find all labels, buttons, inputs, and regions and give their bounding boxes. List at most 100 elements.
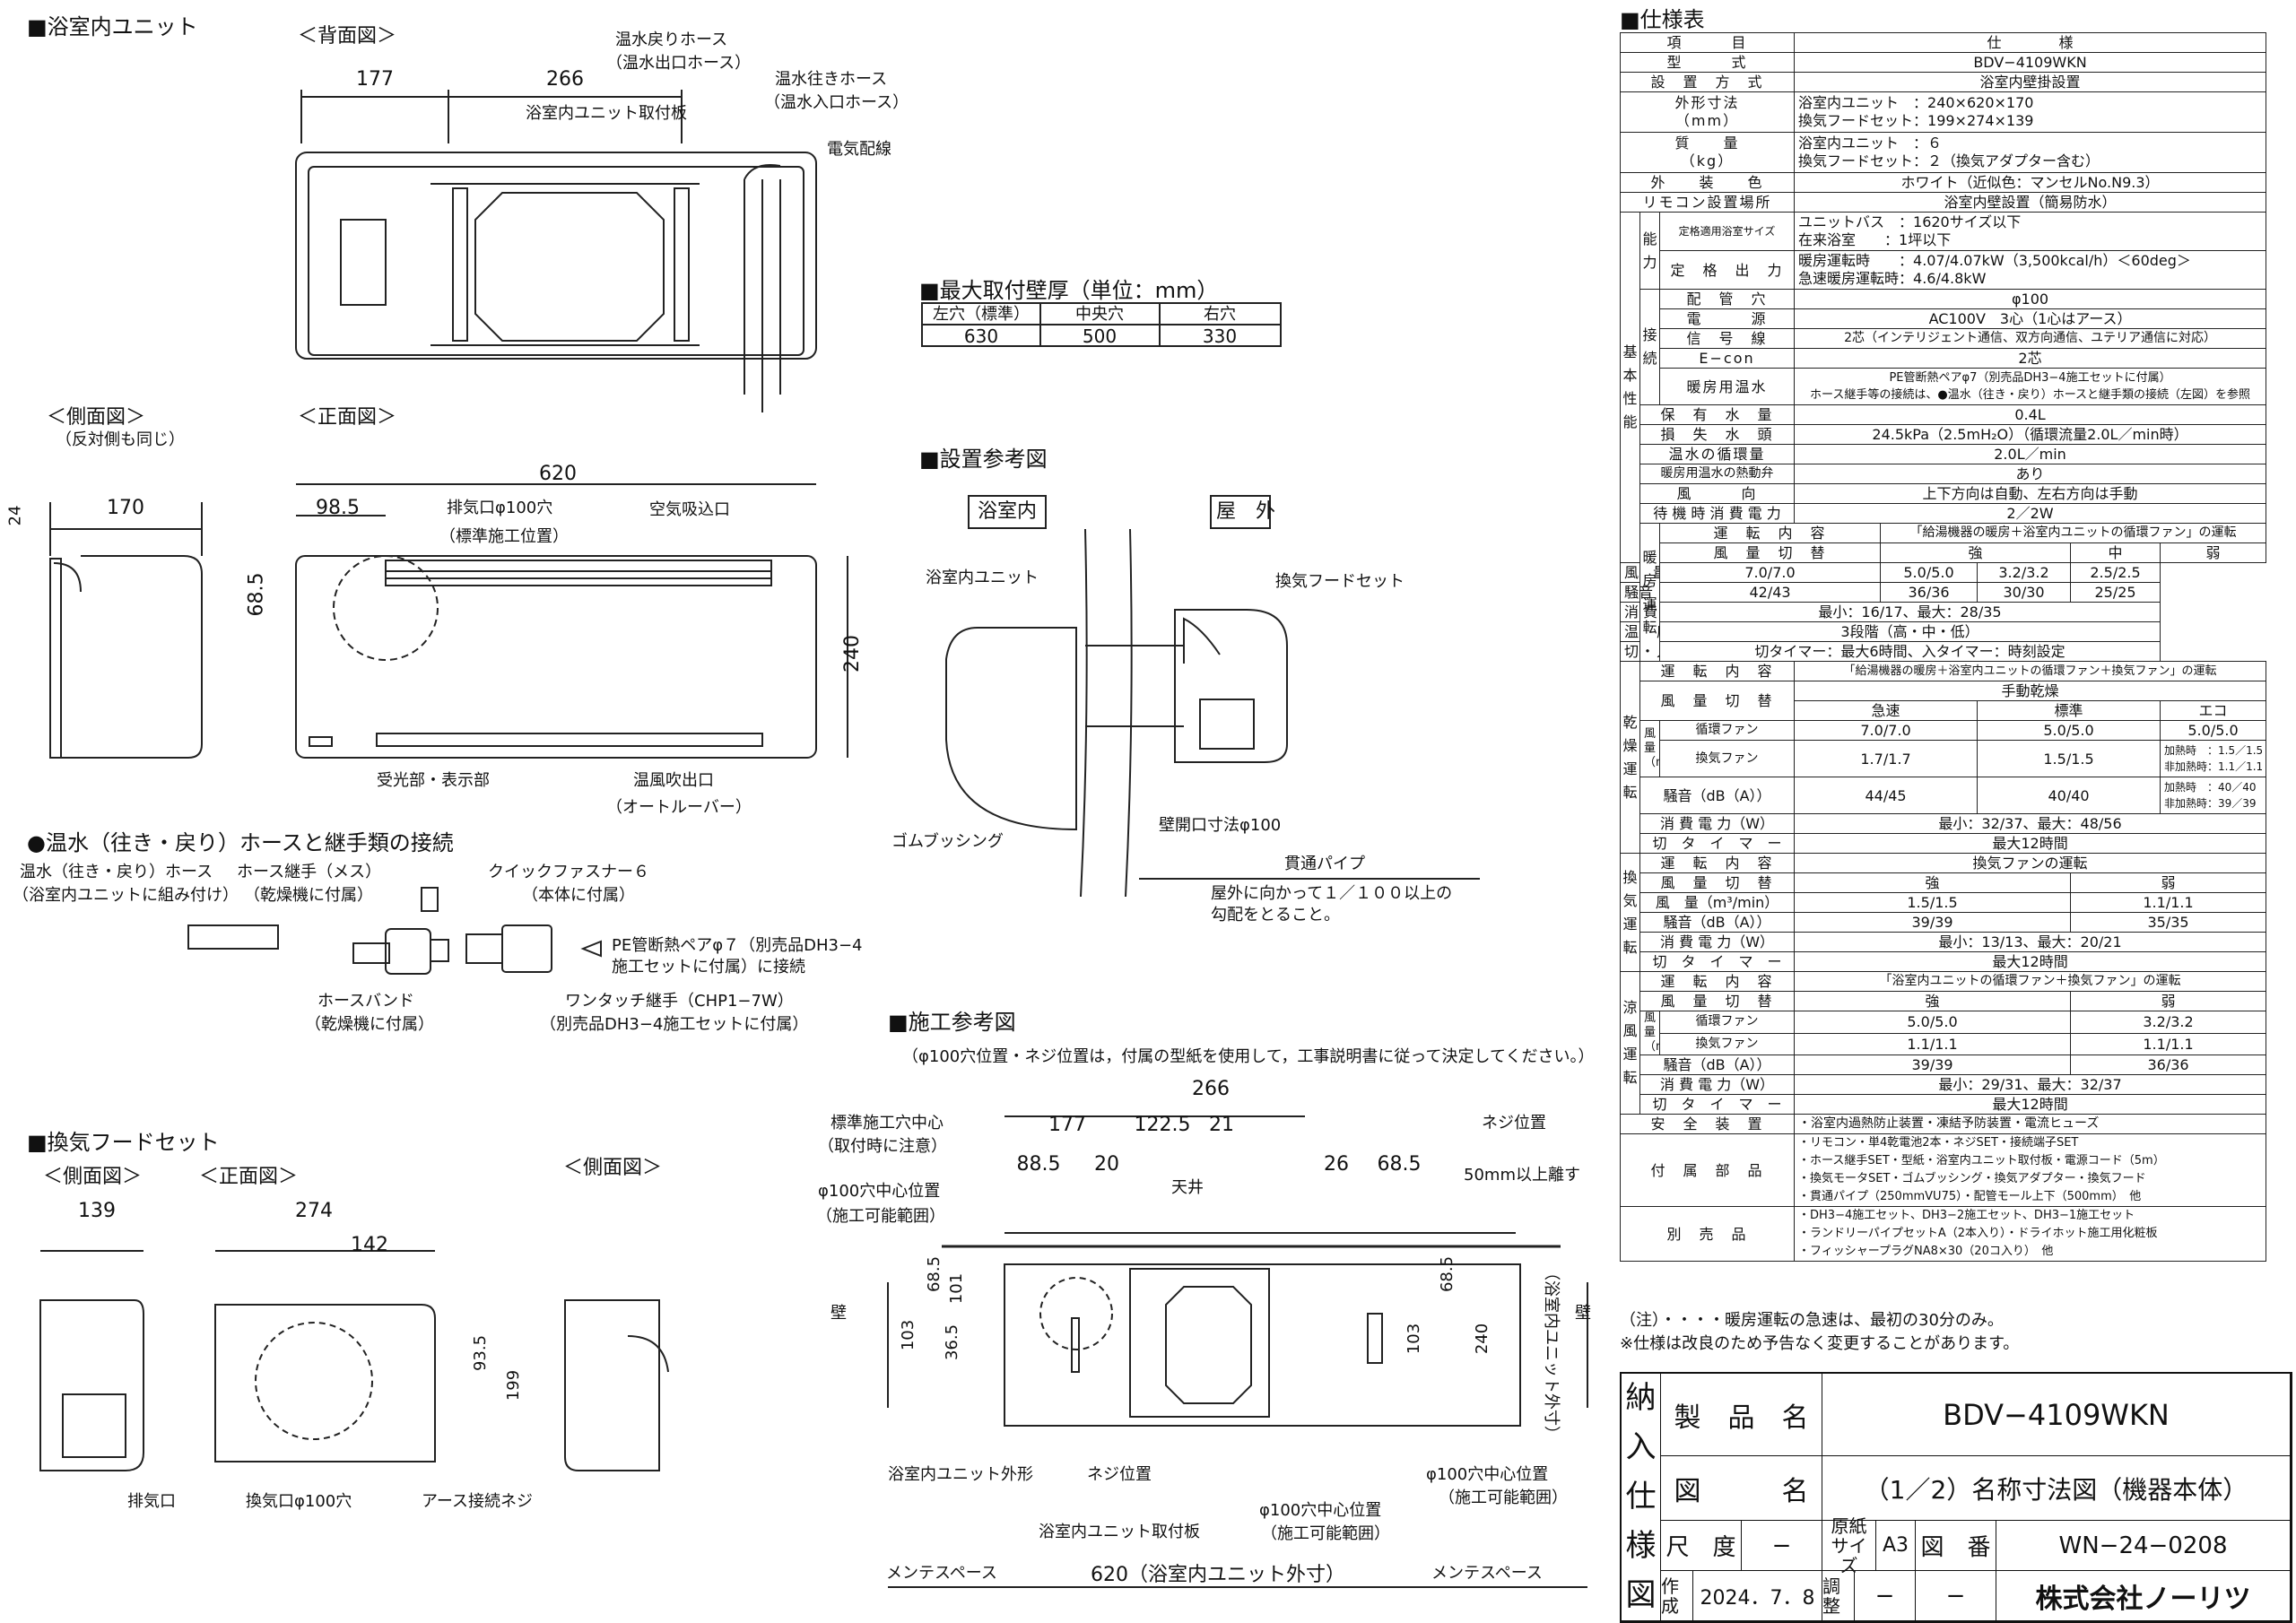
tb-made: 2024．7．8 [1693,1571,1822,1621]
cat-cool: 涼風運転 [1620,971,1640,1115]
wall-left: 壁 [831,1304,847,1323]
signal-label: 信 号 線 [1658,328,1796,349]
tb-drawing: （1／2）名称寸法図（機器本体） [1822,1456,2291,1521]
heat-timer: 切タイマー：最大6時間、入タイマー：時刻設定 [1658,641,2161,662]
safety-label: 安 全 装 置 [1619,1114,1796,1134]
std-center: 標準施工穴中心 [831,1114,944,1133]
tb-side-3: 様 [1625,1528,1657,1564]
cdim-vr240: 240 [1473,1323,1492,1355]
valve-val: あり [1794,464,2267,484]
dry-circ-0: 7.0/7.0 [1794,720,1979,741]
hose-sub: （浴室内ユニットに組み付け） [13,886,239,905]
dry-noise-0: 44/45 [1794,777,1979,814]
side-view-label: ＜側面図＞ [47,406,146,429]
front-dim-685: 68.5 [245,572,268,617]
heat-noise-label: 騒音（dB（A）） [1620,582,1660,603]
cdim-vr685: 68.5 [1438,1255,1457,1293]
output-label: 定 格 出 力 [1658,250,1796,290]
std-center-sub: （取付時に注意） [818,1137,947,1156]
hold-label: 保 有 水 量 [1639,404,1796,425]
size-val: ユニットバス ：1620サイズ以下 [1798,213,2022,230]
spec-color-label: 外 装 色 [1619,172,1796,193]
econ-val: 2芯 [1794,348,2267,369]
vent-air-1: 1.1/1.1 [2070,892,2267,913]
vent-content: 換気ファンの運転 [1794,853,2267,873]
heat-temp-label: 温 度 設 定 [1620,621,1660,642]
vent-air-label: 風 量（m³/min） [1639,892,1796,913]
cool-timer: 最大12時間 [1794,1094,2267,1115]
dry-circ-1: 5.0/5.0 [1977,720,2161,741]
cool-vent-0: 1.1/1.1 [1794,1032,2072,1055]
install-slope-1: 屋外に向かって１／１００以上の [1211,884,1453,903]
dry-eco-noise-2: 非加熱時：39／39 [2164,797,2257,810]
install-unit: 浴室内ユニット [926,568,1039,587]
cool-air-label-cell: 風 量（m³/min） [1639,1011,1660,1055]
dry-sw-2: エコ [2160,700,2267,721]
heat-noise-1: 36/36 [1880,582,1979,603]
supply-hose-label: 温水往きホース [775,70,888,89]
hold-val: 0.4L [1794,404,2267,425]
spec-note-2: ※仕様は改良のため予告なく変更することがあります。 [1620,1334,2020,1353]
hood-side-right-label: ＜側面図＞ [563,1157,663,1179]
cool-air-label: 風 量 [1644,1011,1659,1040]
cool-pw-label: 消 費 電 力（W） [1639,1074,1796,1095]
loss-val: 24.5kPa（2.5mH₂O）（循環流量2.0L／min時） [1794,424,2267,445]
cool-circ-0: 5.0/5.0 [1794,1011,2072,1034]
signal-val: 2芯（インテリジェント通信、双方向通信、ユテリア通信に対応） [1794,328,2267,349]
heat-temp: 3段階（高・中・低） [1658,621,2161,642]
screw-pos2: ネジ位置 [1087,1465,1152,1484]
title-block: 納入仕様図 製 品 名 BDV−4109WKN 図 名 （1／2）名称寸法図（機… [1620,1372,2292,1623]
tb-adjust2: − [1916,1571,1996,1621]
cool-air-unit: （m³/min） [1644,1040,1659,1054]
section-install-ref: ■設置参考図 [919,447,1048,472]
dry-content: 「給湯機器の暖房＋浴室内ユニットの循環ファン＋換気ファン」の運転 [1794,661,2267,681]
return-hose-sub: （温水出口ホース） [606,54,752,73]
dry-air-label: 風 量 [1644,727,1659,755]
circ-val: 2.0L／min [1794,444,2267,464]
install-hood: 換気フードセット [1275,572,1405,591]
valve-label: 暖房用温水の熱動弁 [1639,464,1796,484]
opt-label: 別 売 品 [1619,1206,1796,1262]
vent-noise-label: 騒音（dB（A）） [1639,912,1796,933]
dry-air-label-cell: 風 量（m³/min） [1639,720,1660,777]
tb-side-1: 入 [1625,1429,1657,1465]
return-hose-label: 温水戻りホース [615,30,728,49]
cdim-v685: 68.5 [925,1255,944,1293]
front-view-label: ＜正面図＞ [298,406,397,429]
joint-sub: （乾燥機に付属） [244,886,373,905]
intake-label: 空気吸込口 [649,500,730,519]
width-total: 620（浴室内ユニット外寸） [1091,1564,1345,1586]
cdim-177: 177 [1048,1114,1086,1136]
front-dim-240: 240 [841,635,864,673]
circ-label: 温水の循環量 [1639,444,1796,464]
spec-remote-label: リモコン設置場所 [1619,192,1796,213]
hood-intake: 換気口φ100穴 [246,1492,352,1511]
heat-pw: 最小：16/17、最大：28/35 [1658,602,2161,622]
size-val2: 在来浴室 ：1坪以下 [1798,231,1952,248]
size-label: 定格適用浴室サイズ [1658,212,1796,251]
cool-sw-0: 強 [1794,991,2072,1011]
wall-header-right: 右穴 [1204,305,1236,324]
acc-label: 付 属 部 品 [1619,1133,1796,1207]
band-sub: （乾燥機に付属） [305,1015,434,1034]
exhaust-label: 排気口φ100穴 [447,499,553,517]
back-view-label: ＜背面図＞ [298,25,397,48]
cdim-266: 266 [1192,1078,1230,1100]
standby-val: 2／2W [1794,503,2267,524]
hole-pos: φ100穴中心位置 [818,1182,941,1201]
standby-label: 待 機 時 消 費 電 力 [1639,503,1796,524]
cdim-685: 68.5 [1377,1153,1422,1176]
section-max-wall: ■最大取付壁厚（単位：mm） [919,278,1219,303]
receiver-label: 受光部・表示部 [377,771,490,790]
spec-remote: 浴室内壁設置（簡易防水） [1794,192,2267,213]
cdim-v101: 101 [947,1272,967,1305]
dry-circ-label: 循環ファン [1658,720,1796,741]
heat-switch-label: 風 量 切 替 [1658,542,1882,563]
hole-pos-sub: （施工可能範囲） [816,1207,945,1226]
plate-label: 浴室内ユニット取付板 [1039,1523,1200,1541]
tb-number: WN−24−0208 [1996,1521,2291,1571]
cat-setsuzoku: 接続 [1639,289,1660,405]
spec-dim: 浴室内ユニット ：240×620×170 換気フードセット：199×274×13… [1794,91,2267,133]
